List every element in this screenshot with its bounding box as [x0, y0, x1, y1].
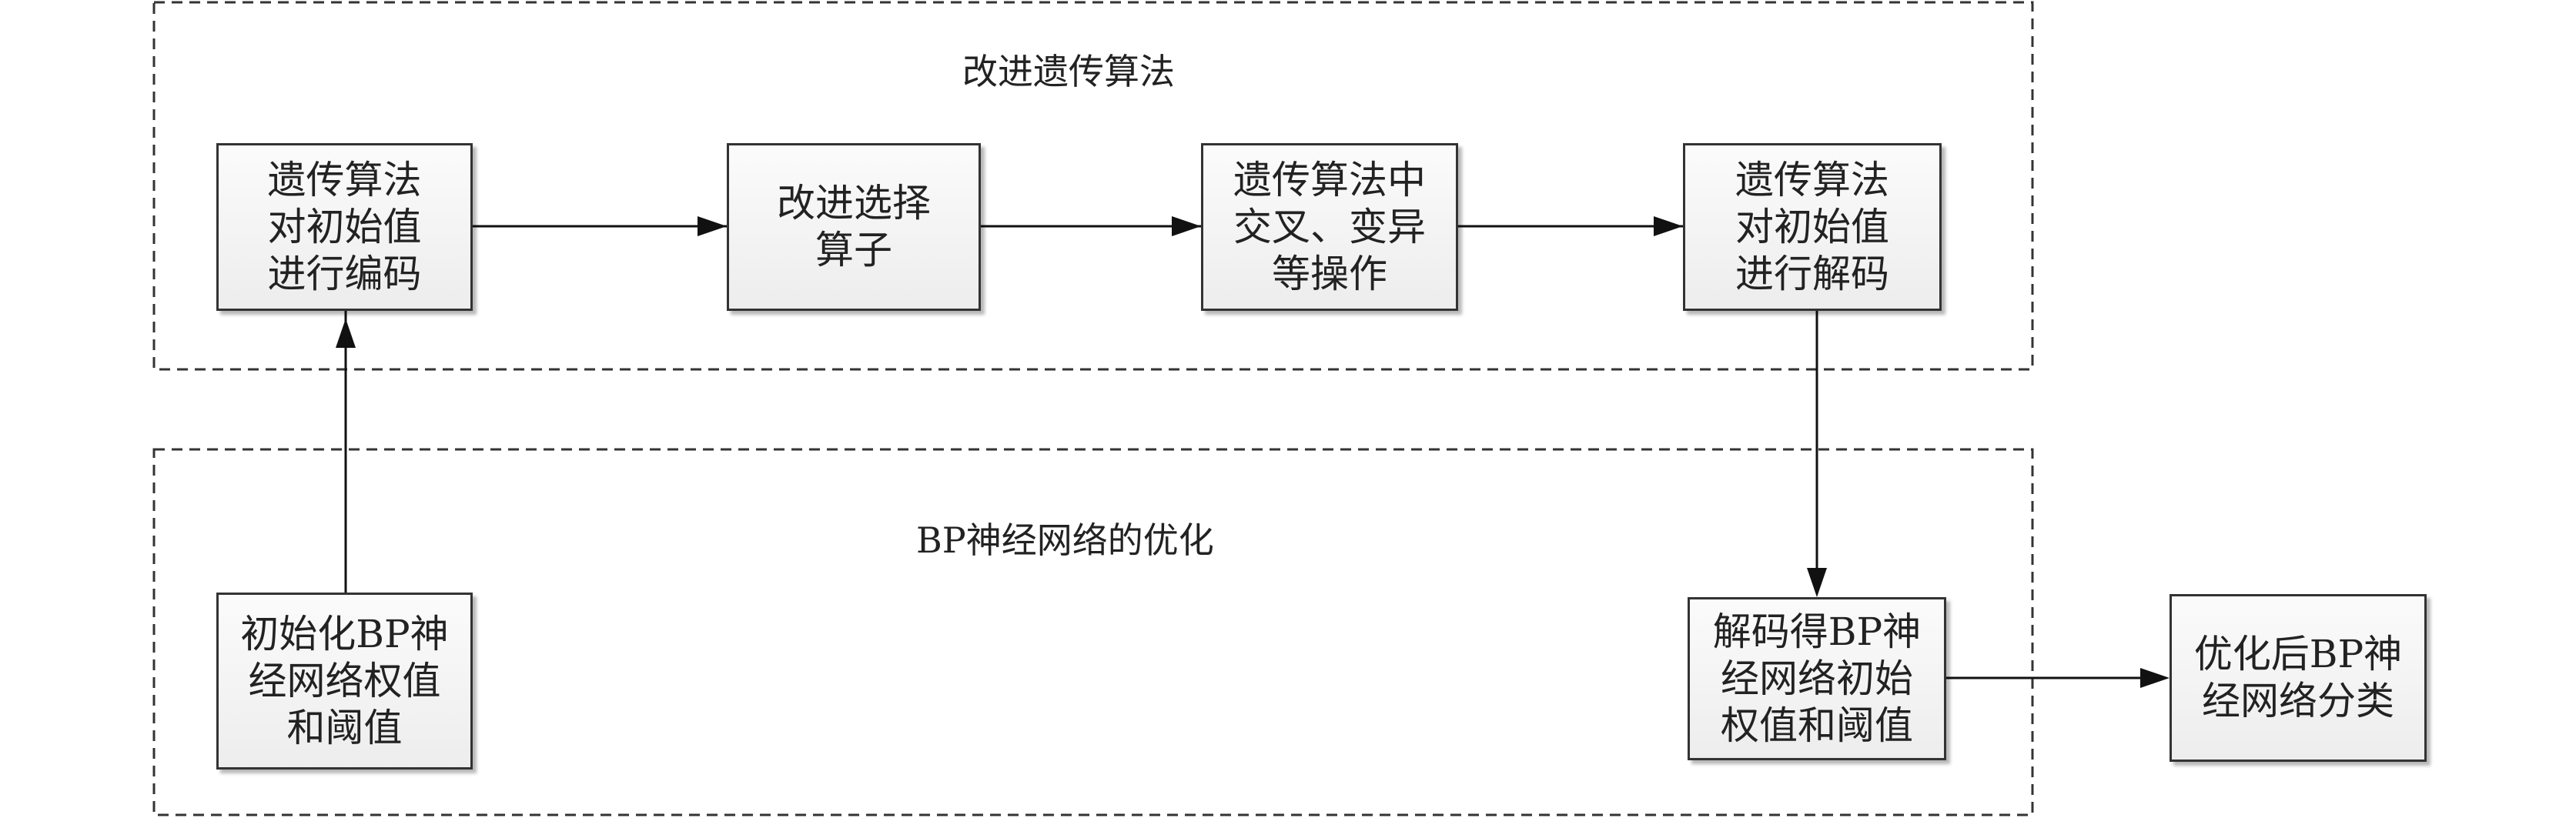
arrowhead-decoded-to-classify — [2140, 668, 2170, 688]
bp-group-title: BP神经网络的优化 — [916, 519, 1214, 561]
ga-group-title: 改进遗传算法 — [962, 51, 1175, 92]
arrowhead-select-to-crossover — [1172, 216, 1201, 236]
arrowhead-crossover-to-decode — [1654, 216, 1683, 236]
node-init-label: 初始化BP神 经网络权值 和阈值 — [240, 611, 449, 750]
node-encode-label: 遗传算法 对初始值 进行编码 — [267, 157, 422, 296]
node-decode: 遗传算法 对初始值 进行解码 — [1683, 143, 1942, 311]
arrowhead-encode-to-select — [698, 216, 727, 236]
node-crossover: 遗传算法中 交叉、变异 等操作 — [1201, 143, 1458, 311]
node-encode: 遗传算法 对初始值 进行编码 — [216, 143, 473, 311]
ga-group-border — [152, 1, 2034, 371]
node-decoded-label: 解码得BP神 经网络初始 权值和阈值 — [1712, 609, 1922, 748]
arrowhead-decode-to-decoded — [1807, 568, 1827, 597]
bp-group-border — [152, 448, 2034, 816]
node-decoded: 解码得BP神 经网络初始 权值和阈值 — [1688, 597, 1946, 760]
node-crossover-label: 遗传算法中 交叉、变异 等操作 — [1233, 157, 1426, 296]
node-select: 改进选择 算子 — [727, 143, 981, 311]
node-classify-label: 优化后BP神 经网络分类 — [2193, 632, 2403, 723]
node-classify: 优化后BP神 经网络分类 — [2170, 594, 2427, 762]
node-init: 初始化BP神 经网络权值 和阈值 — [216, 593, 473, 770]
node-decode-label: 遗传算法 对初始值 进行解码 — [1735, 157, 1889, 296]
node-select-label: 改进选择 算子 — [777, 181, 931, 272]
arrowhead-init-to-encode — [336, 319, 356, 348]
